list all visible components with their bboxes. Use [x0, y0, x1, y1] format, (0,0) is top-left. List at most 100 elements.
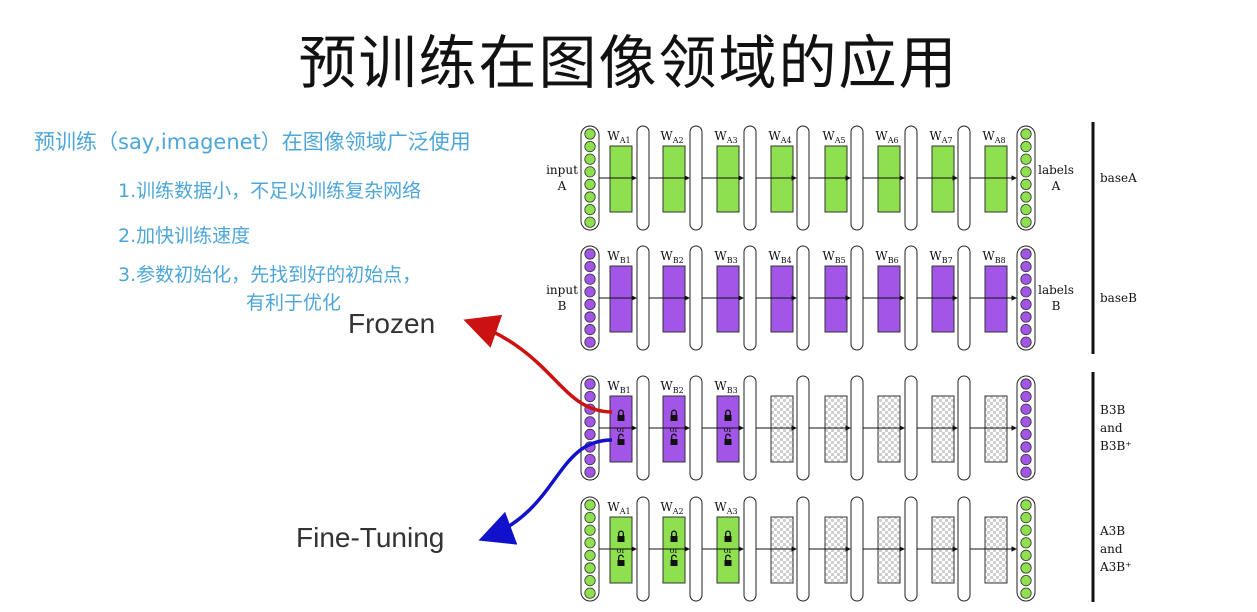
weight-block-5 [824, 516, 848, 584]
output-layer-node [1020, 403, 1032, 415]
output-label-name: A [1051, 179, 1061, 193]
weight-label-1: WB1 [607, 379, 630, 395]
hidden-layer-pill [904, 375, 918, 481]
input-layer-node [584, 323, 596, 336]
weight-block-8 [984, 516, 1008, 584]
output-layer-node [1020, 441, 1032, 453]
output-layer-node [1020, 562, 1032, 574]
weight-label-4: WB4 [768, 249, 791, 265]
lock-shackle [725, 409, 731, 415]
weight-label-3: WA3 [714, 129, 737, 145]
unlock-icon [670, 439, 678, 445]
input-layer-node [584, 378, 596, 390]
weight-label-8: WA8 [982, 129, 1005, 145]
output-layer-node [1020, 298, 1032, 310]
hidden-layer-pill [636, 375, 650, 481]
lock-or-label: or [617, 546, 626, 555]
weight-label-3: WB3 [714, 379, 737, 395]
subtitle: 预训练（say,imagenet）在图像领域广泛使用 [34, 130, 471, 154]
weight-label-2: WB2 [660, 249, 683, 265]
output-layer-node [1020, 273, 1032, 285]
frozen-arrow [463, 314, 613, 414]
side-label-B3B: and [1100, 421, 1123, 435]
weight-block-5 [824, 145, 848, 213]
hidden-layer-pill [850, 496, 864, 602]
output-layer-node [1020, 153, 1032, 165]
lock-or-label: or [724, 546, 733, 555]
unlock-icon [617, 560, 625, 566]
hidden-layer-pill [850, 375, 864, 481]
input-layer-node [584, 286, 596, 298]
input-layer-node [584, 549, 596, 562]
side-label-A3B: and [1100, 542, 1123, 556]
hidden-layer-pill [743, 496, 757, 602]
side-label-A3B: A3B [1099, 524, 1125, 538]
input-layer-node [584, 248, 596, 260]
input-layer-node [584, 128, 596, 140]
weight-block-8 [984, 395, 1008, 463]
output-layer-node [1020, 204, 1032, 216]
hidden-layer-pill [636, 245, 650, 351]
page-title: 预训练在图像领域的应用 [298, 29, 959, 97]
weight-block-8 [984, 145, 1008, 213]
output-layer-node [1020, 537, 1032, 549]
weight-block-1 [609, 265, 633, 333]
lock-icon [724, 415, 732, 421]
point-2: 2.加快训练速度 [118, 225, 251, 247]
output-layer-node [1020, 216, 1032, 228]
hidden-layer-pill [796, 496, 810, 602]
output-layer-node [1020, 549, 1032, 562]
weight-label-1: WA1 [607, 500, 630, 516]
hidden-layer-pill [904, 496, 918, 602]
output-layer-node [1020, 260, 1032, 273]
output-layer-capsule [1016, 125, 1036, 231]
weight-block-7 [931, 395, 955, 463]
weight-block-7 [931, 516, 955, 584]
output-layer-node [1020, 524, 1032, 536]
weight-block-3 [716, 145, 740, 213]
weight-block-2 [662, 145, 686, 213]
weight-block-4 [770, 265, 794, 333]
lock-or-label: or [670, 546, 679, 555]
weight-label-2: WB2 [660, 379, 683, 395]
input-label: input [546, 163, 578, 177]
output-layer-node [1020, 248, 1032, 260]
frozen-label: Frozen [348, 308, 436, 339]
weight-block-3 [716, 265, 740, 333]
output-layer-node [1020, 428, 1032, 440]
unlock-icon [617, 439, 625, 445]
hidden-layer-pill [904, 245, 918, 351]
lock-or-label: or [617, 425, 626, 434]
weight-block-6 [877, 265, 901, 333]
hidden-layer-pill [743, 245, 757, 351]
output-layer-node [1020, 416, 1032, 428]
output-layer-node [1020, 587, 1032, 599]
input-layer-node [584, 178, 596, 190]
weight-block-2 [662, 265, 686, 333]
input-layer-node [584, 191, 596, 203]
input-layer-node [584, 416, 596, 428]
lock-shackle [725, 530, 731, 536]
hidden-layer-pill [689, 375, 703, 481]
input-layer-node [584, 273, 596, 285]
weight-block-4 [770, 516, 794, 584]
hidden-layer-pill [689, 125, 703, 231]
input-label-name: A [557, 179, 567, 193]
input-layer-node [584, 537, 596, 549]
input-layer-node [584, 141, 596, 153]
point-3: 3.参数初始化，先找到好的初始点， [118, 264, 422, 286]
weight-label-4: WA4 [768, 129, 791, 145]
output-layer-node [1020, 390, 1032, 403]
fine-tuning-arrow [478, 438, 613, 545]
weight-label-1: WB1 [607, 249, 630, 265]
input-layer-node [584, 166, 596, 178]
input-layer-node [584, 153, 596, 165]
weight-block-7 [931, 265, 955, 333]
output-layer-node [1020, 378, 1032, 390]
hidden-layer-pill [636, 125, 650, 231]
hidden-layer-pill [904, 125, 918, 231]
output-layer-capsule [1016, 375, 1036, 481]
input-layer-node [584, 499, 596, 511]
